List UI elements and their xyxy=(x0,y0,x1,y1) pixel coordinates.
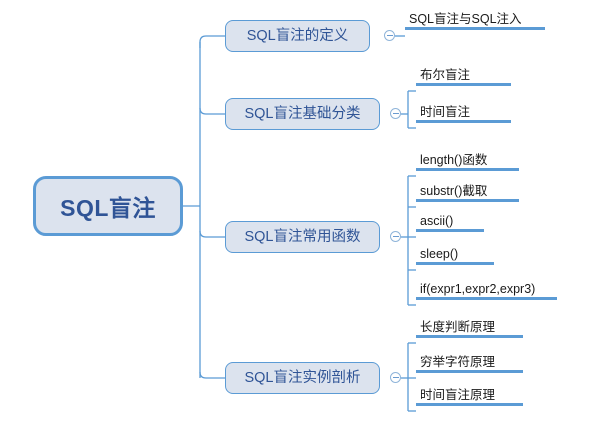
leaf-node-2-2-label: 时间盲注 xyxy=(420,105,471,119)
leaf-node-1-1[interactable]: SQL盲注与SQL注入 xyxy=(405,12,545,31)
branch-node-4[interactable]: SQL盲注实例剖析 xyxy=(225,362,380,394)
leaf-node-3-1[interactable]: length()函数 xyxy=(416,153,519,172)
leaf-node-4-3-label: 时间盲注原理 xyxy=(420,388,496,402)
leaf-node-3-4-label: sleep() xyxy=(420,247,459,261)
branch-node-2[interactable]: SQL盲注基础分类 xyxy=(225,98,380,130)
root-node-label: SQL盲注 xyxy=(60,195,156,221)
leaf-underline xyxy=(405,27,545,31)
leaf-node-4-3[interactable]: 时间盲注原理 xyxy=(416,388,523,407)
connector-branch-4 xyxy=(199,371,225,379)
leaf-node-3-3-label: ascii() xyxy=(420,214,454,228)
leaf-underline xyxy=(416,335,523,339)
leaf-underline xyxy=(416,370,523,374)
leaf-underline xyxy=(416,262,494,266)
collapse-minus-icon-branch-2[interactable] xyxy=(390,108,401,119)
leaf-node-3-3[interactable]: ascii() xyxy=(416,214,484,233)
leaf-underline xyxy=(416,199,519,203)
leaf-node-3-5[interactable]: if(expr1,expr2,expr3) xyxy=(416,282,557,301)
branch-node-1-label: SQL盲注的定义 xyxy=(246,27,349,44)
branch-node-2-label: SQL盲注基础分类 xyxy=(244,105,361,122)
leaf-node-4-1-label: 长度判断原理 xyxy=(420,320,496,334)
leaf-underline xyxy=(416,403,523,407)
root-node[interactable]: SQL盲注 xyxy=(33,176,183,236)
collapse-minus-icon-branch-1[interactable] xyxy=(384,30,395,41)
branch-node-4-label: SQL盲注实例剖析 xyxy=(244,369,361,386)
collapse-minus-icon-branch-4[interactable] xyxy=(390,372,401,383)
branch-node-3[interactable]: SQL盲注常用函数 xyxy=(225,221,380,253)
collapse-minus-icon-branch-3[interactable] xyxy=(390,231,401,242)
leaf-node-4-2[interactable]: 穷举字符原理 xyxy=(416,355,523,374)
leaf-node-2-2[interactable]: 时间盲注 xyxy=(416,105,511,124)
leaf-node-4-2-label: 穷举字符原理 xyxy=(420,355,496,369)
leaf-underline xyxy=(416,83,511,87)
leaf-node-3-4[interactable]: sleep() xyxy=(416,247,494,266)
leaf-node-1-1-label: SQL盲注与SQL注入 xyxy=(409,12,522,26)
leaf-node-2-1-label: 布尔盲注 xyxy=(420,68,471,82)
leaf-node-3-5-label: if(expr1,expr2,expr3) xyxy=(420,282,536,296)
connector-branch-3 xyxy=(199,230,225,238)
leaf-node-4-1[interactable]: 长度判断原理 xyxy=(416,320,523,339)
connector-branch-1 xyxy=(199,35,225,48)
leaf-underline xyxy=(416,168,519,172)
leaf-underline xyxy=(416,297,557,301)
leaf-node-3-1-label: length()函数 xyxy=(420,153,488,167)
branch-node-1[interactable]: SQL盲注的定义 xyxy=(225,20,370,52)
connector-branch-2 xyxy=(199,107,225,115)
leaf-node-2-1[interactable]: 布尔盲注 xyxy=(416,68,511,87)
leaf-underline xyxy=(416,229,484,233)
leaf-node-3-2-label: substr()截取 xyxy=(420,184,488,198)
leaf-node-3-2[interactable]: substr()截取 xyxy=(416,184,519,203)
leaf-underline xyxy=(416,120,511,124)
branch-node-3-label: SQL盲注常用函数 xyxy=(244,228,361,245)
